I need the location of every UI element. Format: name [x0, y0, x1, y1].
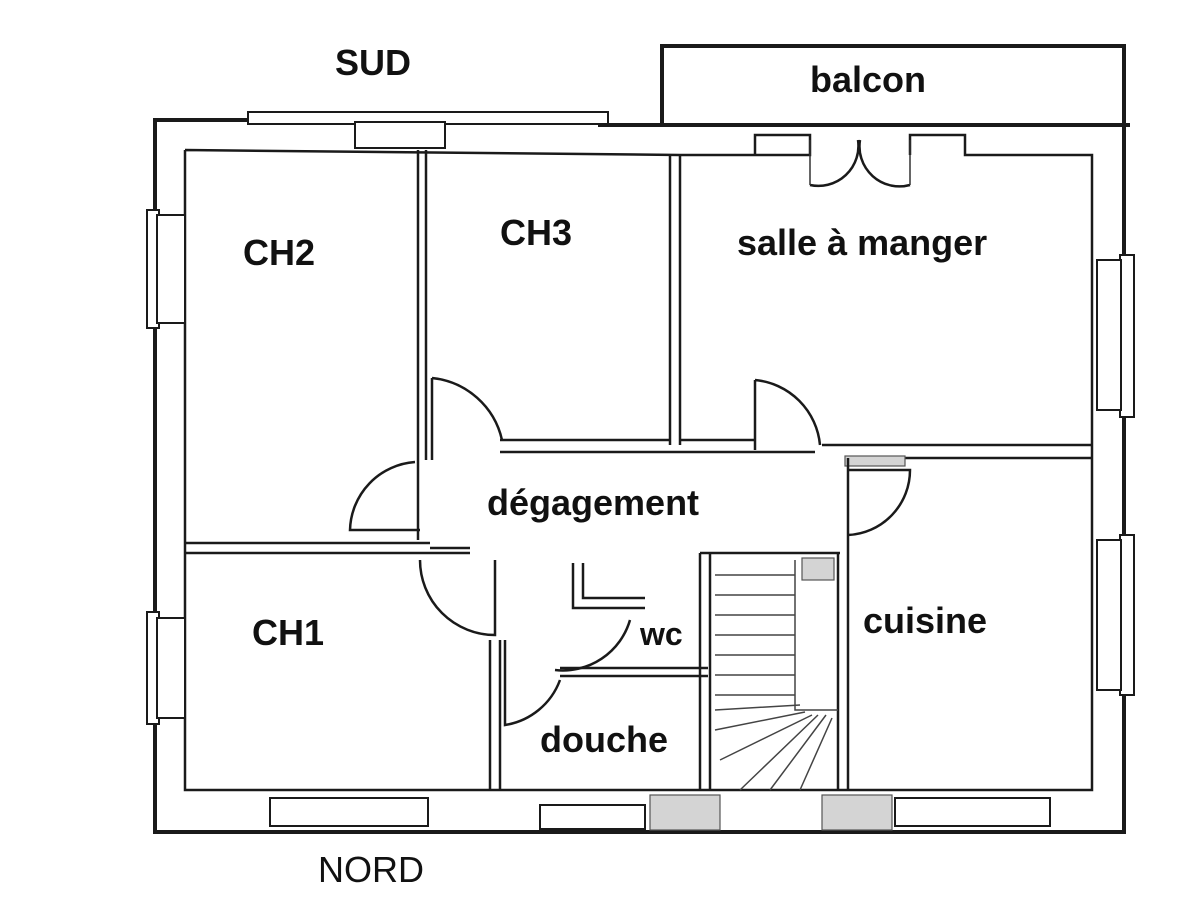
room-label-wc: wc — [639, 616, 683, 652]
room-label-balcon: balcon — [810, 59, 926, 100]
south-windows — [247, 111, 609, 149]
room-label-ch1: CH1 — [252, 612, 324, 653]
room-label-cuisine: cuisine — [863, 600, 987, 641]
room-label-degagement: dégagement — [487, 482, 699, 523]
north-label: NORD — [318, 849, 424, 890]
east-windows — [1096, 254, 1135, 696]
room-label-ch3: CH3 — [500, 212, 572, 253]
west-windows — [146, 209, 186, 725]
interior-walls — [185, 150, 1092, 790]
south-label: SUD — [335, 42, 411, 83]
room-label-salle-a-manger: salle à manger — [737, 222, 987, 263]
room-label-douche: douche — [540, 719, 668, 760]
staircase — [714, 560, 838, 791]
room-label-ch2: CH2 — [243, 232, 315, 273]
doors — [348, 139, 912, 727]
north-windows — [269, 794, 1051, 831]
